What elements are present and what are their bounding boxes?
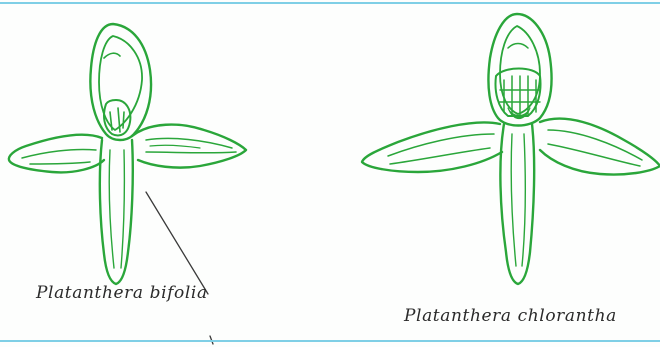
caption-chlorantha: Platanthera chlorantha: [404, 306, 617, 326]
labellum: [500, 124, 534, 284]
lateral-sepal-left: [362, 122, 502, 172]
caption-bifolia: Platanthera bifolia: [36, 283, 208, 303]
lateral-sepal-left: [9, 135, 104, 173]
bottom-rule: [0, 340, 660, 342]
leader-line: [146, 192, 208, 294]
column: [104, 100, 130, 136]
flower-chlorantha: [362, 14, 660, 284]
labellum: [100, 140, 133, 284]
